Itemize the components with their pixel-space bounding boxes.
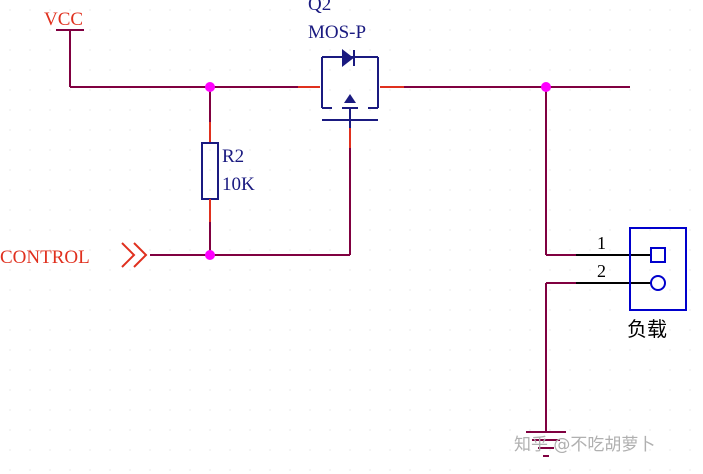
load-label: 负载 xyxy=(627,317,667,341)
resistor-ref-label: R2 xyxy=(222,146,244,167)
control-port-arrow xyxy=(121,242,148,268)
load-pin2-circle xyxy=(650,275,666,291)
junction-dot xyxy=(541,82,551,92)
mosfet-ref-label: Q2 xyxy=(308,0,331,15)
load-pin1-square xyxy=(650,247,666,263)
junction-dot xyxy=(205,250,215,260)
junction-dot xyxy=(205,82,215,92)
resistor-value-label: 10K xyxy=(222,174,255,195)
mosfet-type-label: MOS-P xyxy=(308,22,366,43)
watermark-text: 知乎 @不吃胡萝卜 xyxy=(514,435,655,455)
ground-symbol xyxy=(526,431,566,457)
vcc-label: VCC xyxy=(44,9,83,30)
pin2-label: 2 xyxy=(597,261,606,281)
load-connector-body xyxy=(629,227,687,311)
mosfet-symbol xyxy=(321,48,379,128)
vcc-symbol xyxy=(56,29,84,87)
control-label: CONTROL xyxy=(0,247,90,268)
pin1-label: 1 xyxy=(597,233,606,253)
